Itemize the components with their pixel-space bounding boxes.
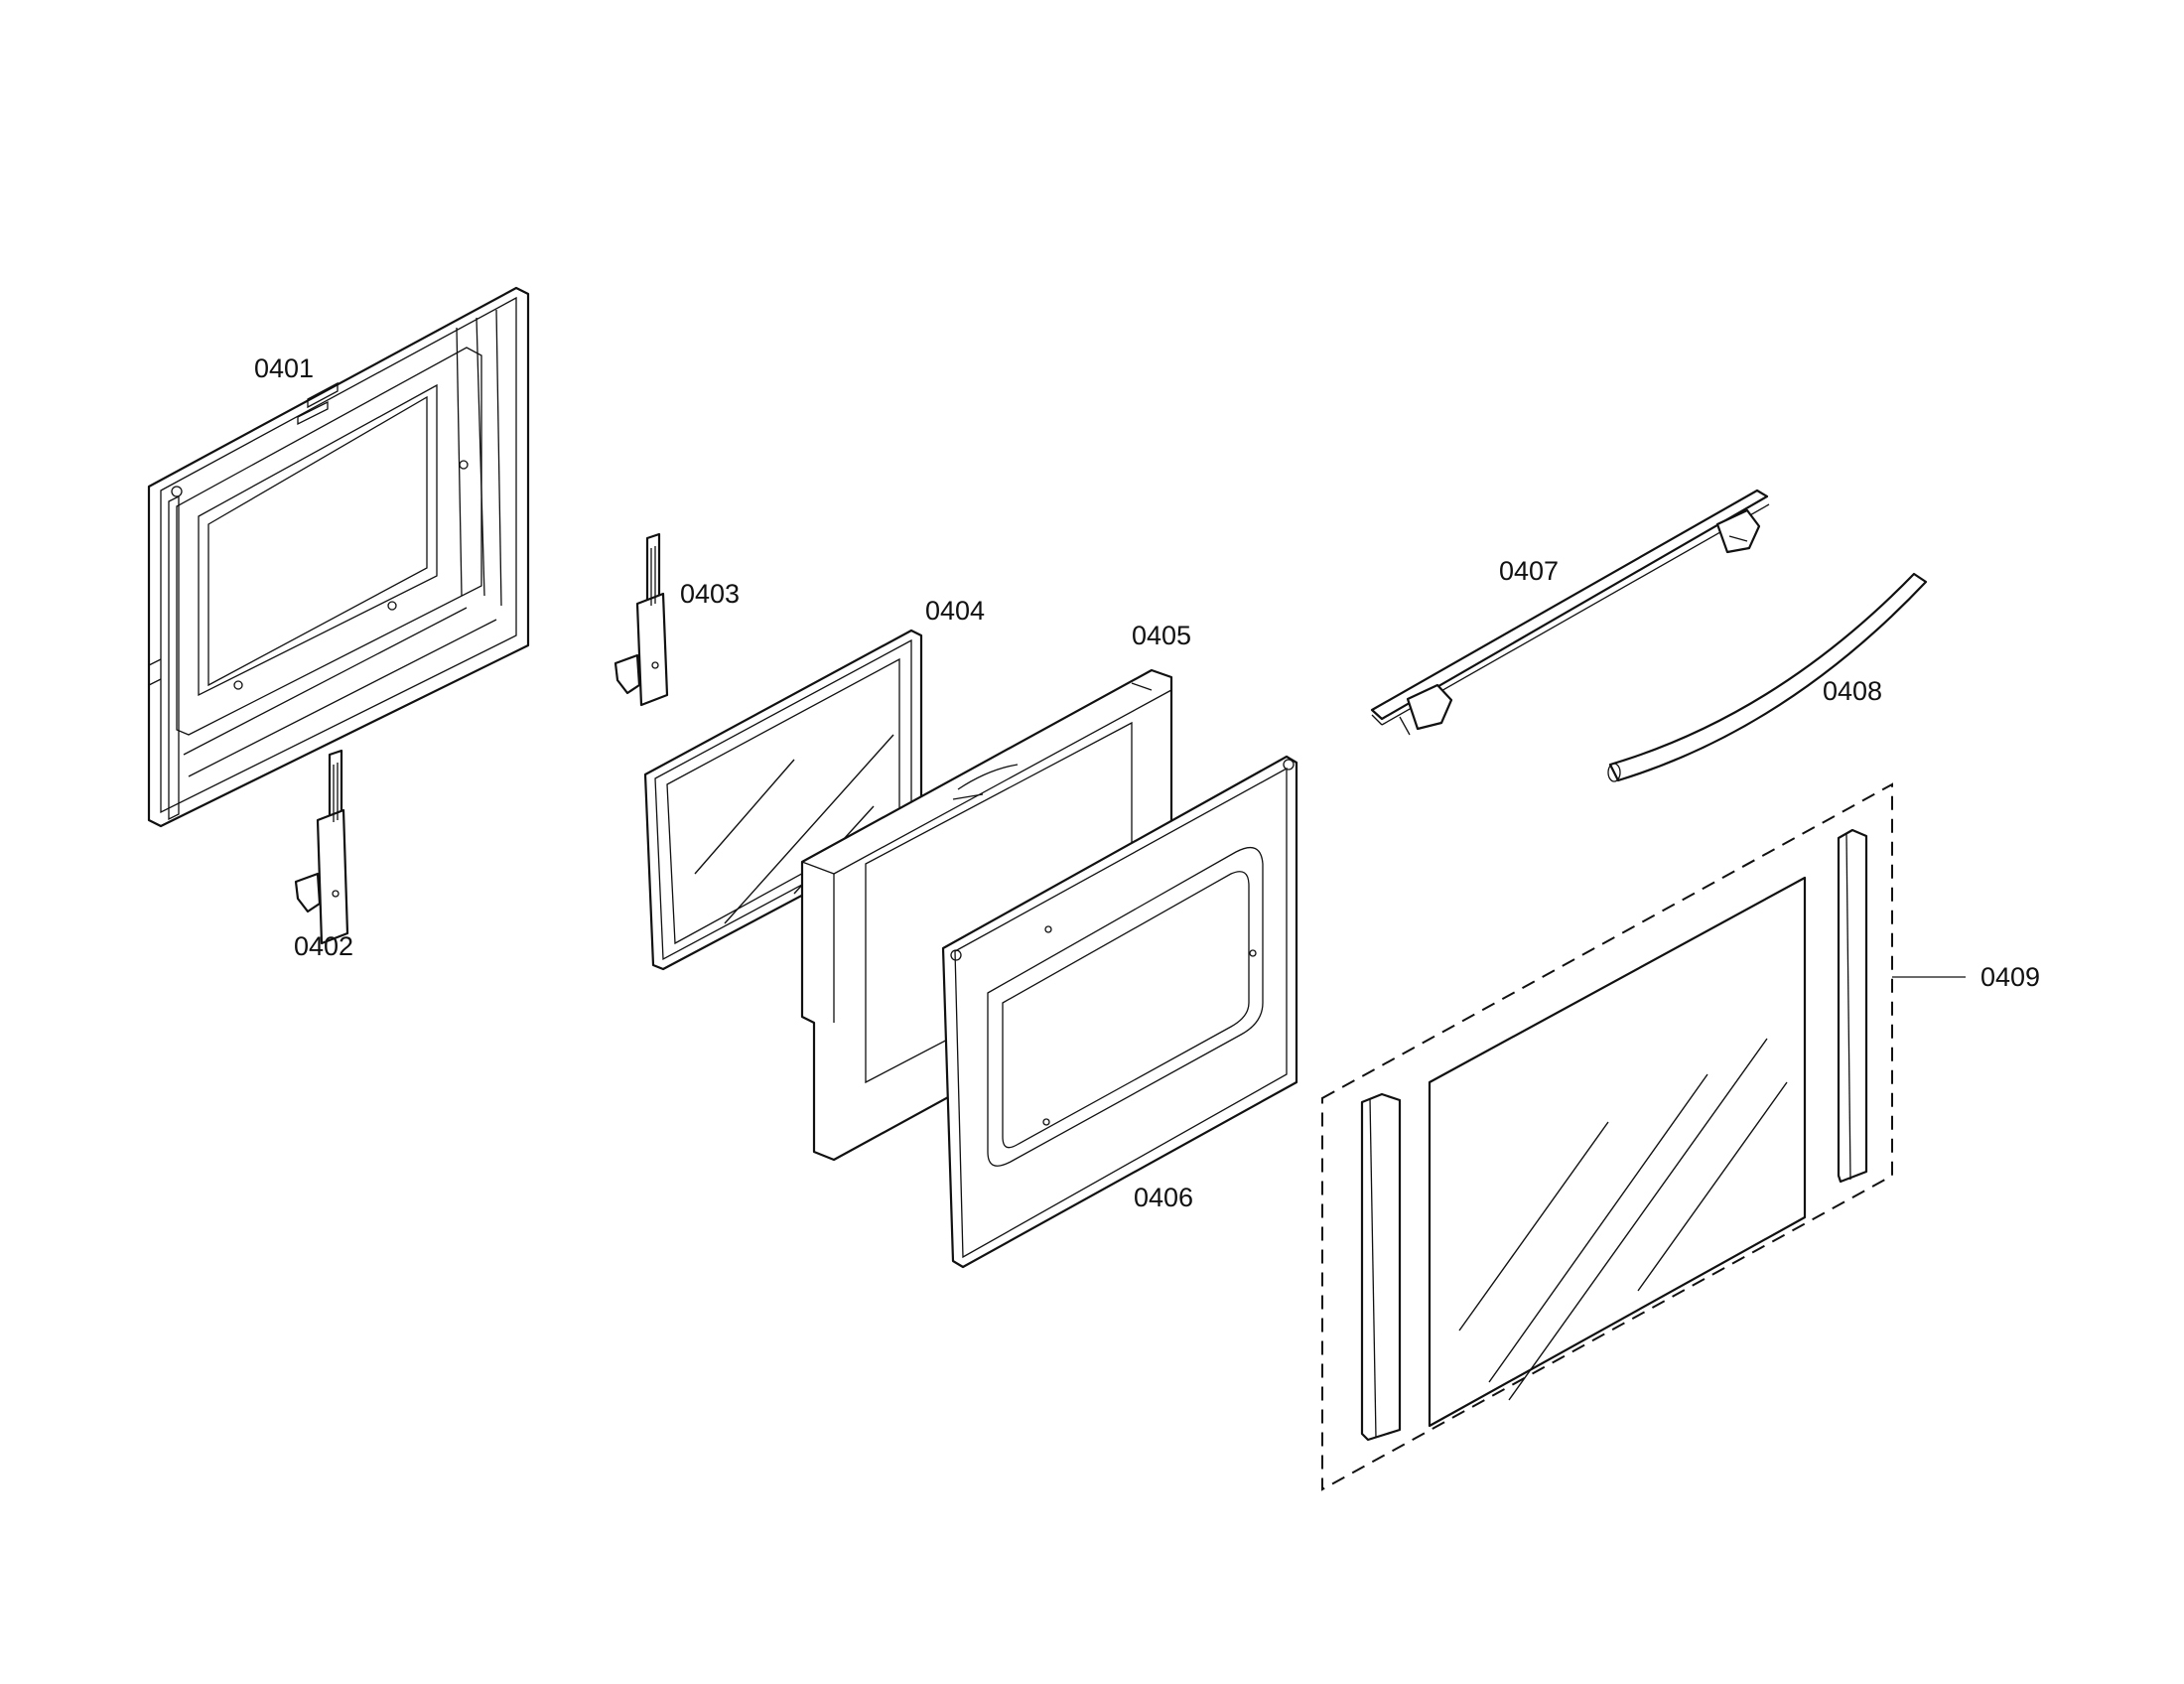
label-0407: 0407: [1499, 556, 1559, 586]
part-0401-door-inner-frame[interactable]: [147, 286, 530, 828]
part-0407-handle-bracket[interactable]: [1370, 489, 1770, 736]
part-0402-hinge[interactable]: [294, 749, 349, 945]
part-0406-door-liner[interactable]: [941, 755, 1298, 1269]
label-0406: 0406: [1134, 1183, 1193, 1212]
part-0408-handle-bar[interactable]: [1607, 572, 1928, 782]
label-0405: 0405: [1132, 621, 1191, 650]
label-0408: 0408: [1823, 676, 1882, 706]
label-0402: 0402: [294, 931, 353, 961]
label-0409: 0409: [1980, 962, 2040, 992]
label-0403: 0403: [680, 579, 740, 609]
part-0403-hinge[interactable]: [614, 532, 669, 707]
part-0409-outer-glass-assembly[interactable]: [1321, 782, 1966, 1491]
label-0401: 0401: [254, 353, 314, 383]
label-0404: 0404: [925, 596, 985, 626]
